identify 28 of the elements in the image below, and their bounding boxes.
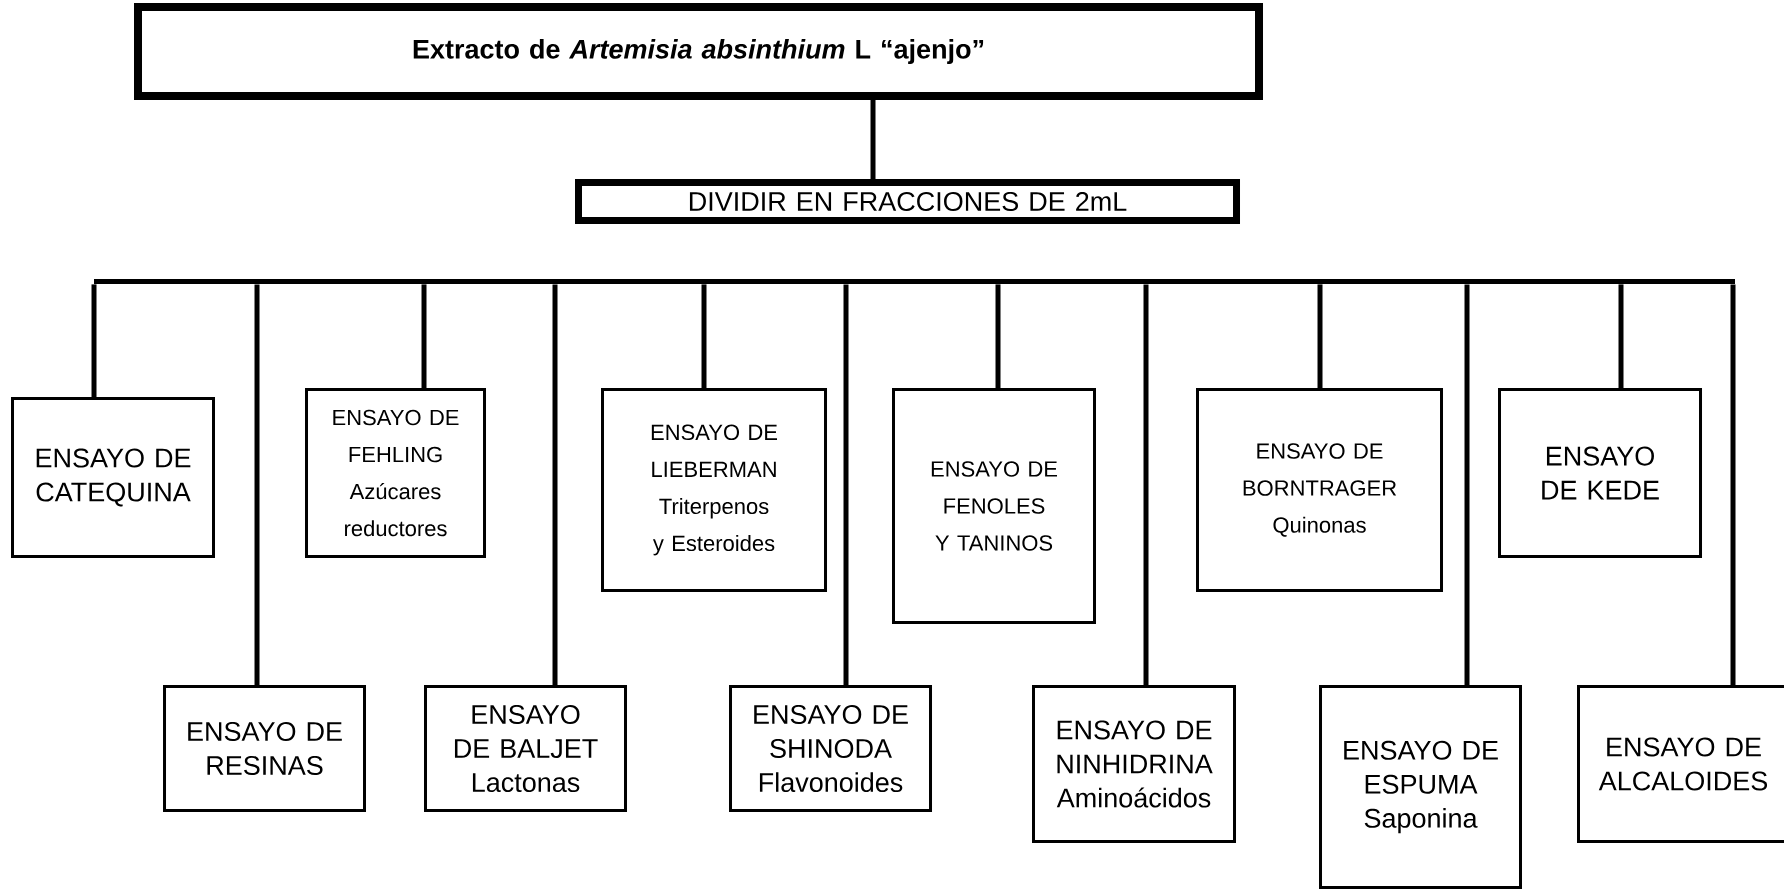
connector-line: [1143, 284, 1149, 685]
title-box: Extracto de Artemisia absinthium L “ajenjo”: [134, 3, 1263, 100]
test-box: ENSAYO DE KEDE: [1498, 388, 1702, 558]
bus-bar: [94, 279, 1735, 284]
test-box: ENSAYO DE BORNTRAGER Quinonas: [1196, 388, 1443, 592]
test-box: ENSAYO DE FEHLING Azúcares reductores: [305, 388, 486, 558]
connector-line: [995, 284, 1001, 388]
connector-line: [843, 284, 849, 685]
connector-line: [1618, 284, 1624, 388]
test-box: ENSAYO DE CATEQUINA: [11, 397, 215, 558]
connector-line: [254, 284, 260, 685]
connector-line: [1464, 284, 1470, 685]
test-box: ENSAYO DE BALJET Lactonas: [424, 685, 627, 812]
connector-line: [1730, 284, 1736, 685]
test-box: ENSAYO DE RESINAS: [163, 685, 366, 812]
test-box: ENSAYO DE SHINODA Flavonoides: [729, 685, 932, 812]
connector-line: [552, 284, 558, 685]
connector-line: [91, 284, 97, 397]
test-box: ENSAYO DE ALCALOIDES: [1577, 685, 1784, 843]
connector-line: [701, 284, 707, 388]
connector-line: [1317, 284, 1323, 388]
connector-line: [870, 100, 876, 179]
test-box: ENSAYO DE NINHIDRINA Aminoácidos: [1032, 685, 1236, 843]
connector-line: [421, 284, 427, 388]
test-box: ENSAYO DE LIEBERMAN Triterpenos y Esteroides: [601, 388, 827, 592]
test-box: ENSAYO DE ESPUMA Saponina: [1319, 685, 1522, 889]
process-box: DIVIDIR EN FRACCIONES DE 2mL: [575, 179, 1240, 224]
test-box: ENSAYO DE FENOLES Y TANINOS: [892, 388, 1096, 624]
